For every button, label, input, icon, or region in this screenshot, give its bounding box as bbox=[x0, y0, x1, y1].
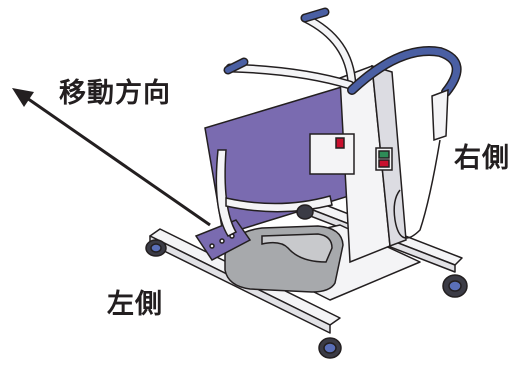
wheel-front-left bbox=[318, 337, 342, 359]
control-box bbox=[309, 133, 393, 175]
arrow-up-left-icon bbox=[12, 88, 211, 227]
castor-wheels bbox=[145, 204, 468, 359]
wheel-rear-right bbox=[296, 204, 314, 220]
direction-of-travel-label: 移動方向 bbox=[59, 78, 171, 109]
right-side-label: 右側 bbox=[454, 143, 510, 174]
handle-bars bbox=[223, 7, 462, 97]
wheel-rear-left bbox=[145, 239, 167, 257]
left-side-label: 左側 bbox=[107, 289, 163, 320]
footplate bbox=[224, 225, 344, 293]
wheel-front-right bbox=[442, 274, 468, 298]
hand-pendant bbox=[393, 88, 449, 239]
